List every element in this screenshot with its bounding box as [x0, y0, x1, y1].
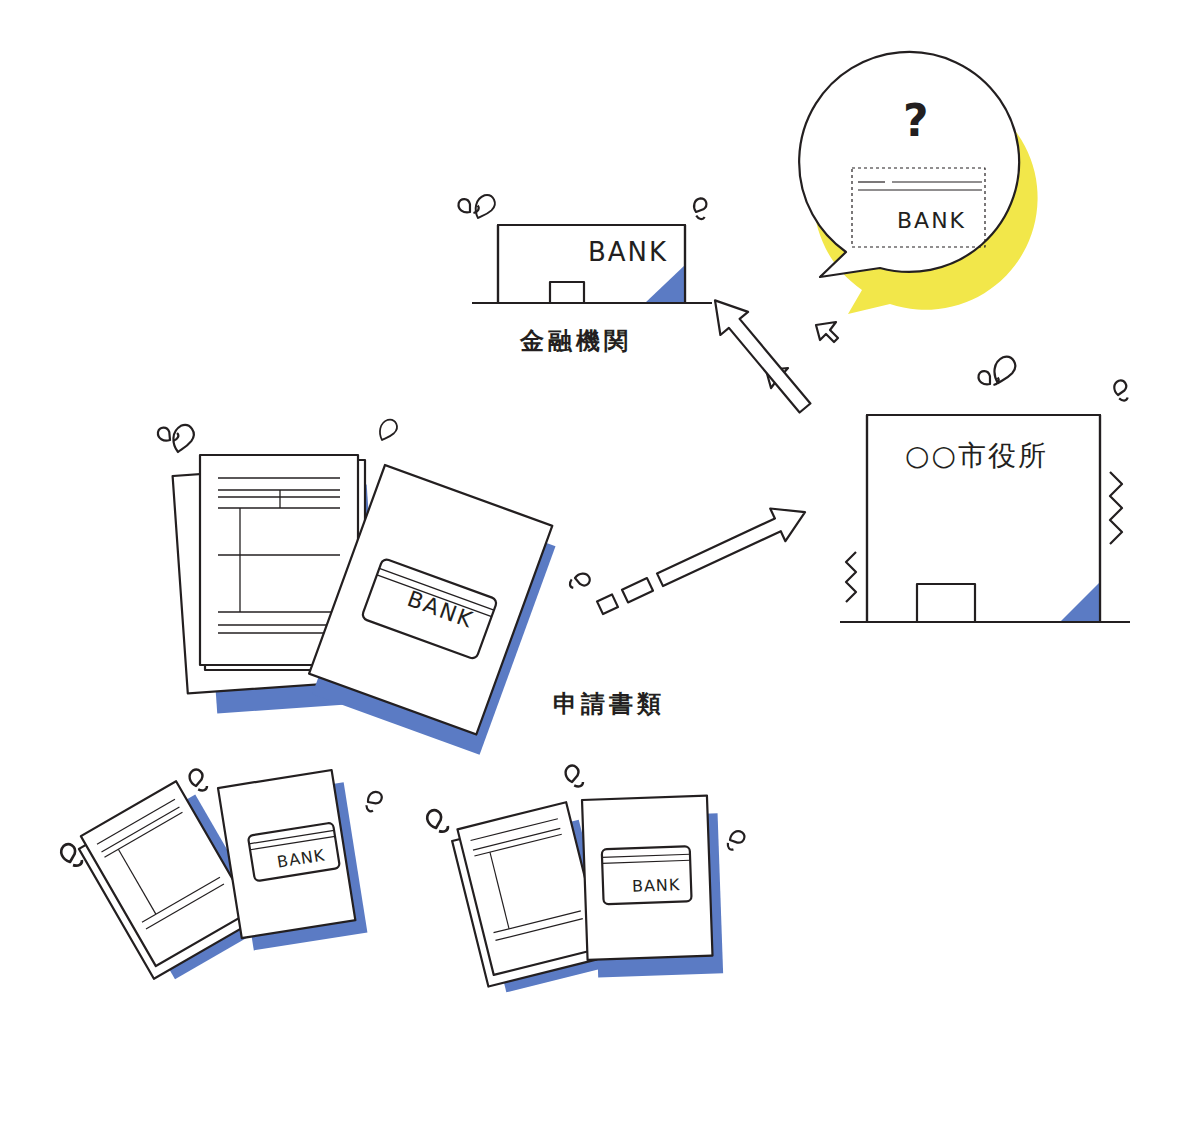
card-text: BANK — [632, 875, 681, 897]
application-documents — [155, 417, 590, 755]
flow-arrow — [597, 509, 805, 615]
illustration-region: BANK — [55, 760, 375, 1010]
bank-building — [456, 192, 712, 303]
question-mark: ? — [903, 93, 929, 148]
card-text: BANK — [276, 845, 327, 872]
illustration-region: BANK — [420, 760, 750, 1000]
caption-label: 申請書類 — [553, 688, 665, 720]
illustration-region: BANK — [160, 450, 555, 725]
documents-small — [60, 768, 386, 988]
city-hall-building — [840, 354, 1132, 622]
card-text: BANK — [897, 207, 966, 235]
building-sign: BANK — [588, 236, 668, 269]
illustration-region: BANK 金融機関 — [470, 222, 715, 362]
speech-bubble — [799, 52, 1037, 314]
flow-arrow — [715, 300, 810, 412]
building-sign: ○○市役所 — [905, 438, 1048, 473]
building-label: 金融機関 — [520, 326, 632, 356]
documents-small — [426, 766, 747, 997]
illustration-region: ? BANK — [805, 65, 1030, 300]
illustration-region: ○○市役所 — [805, 408, 1130, 625]
card-text: BANK — [403, 585, 477, 635]
